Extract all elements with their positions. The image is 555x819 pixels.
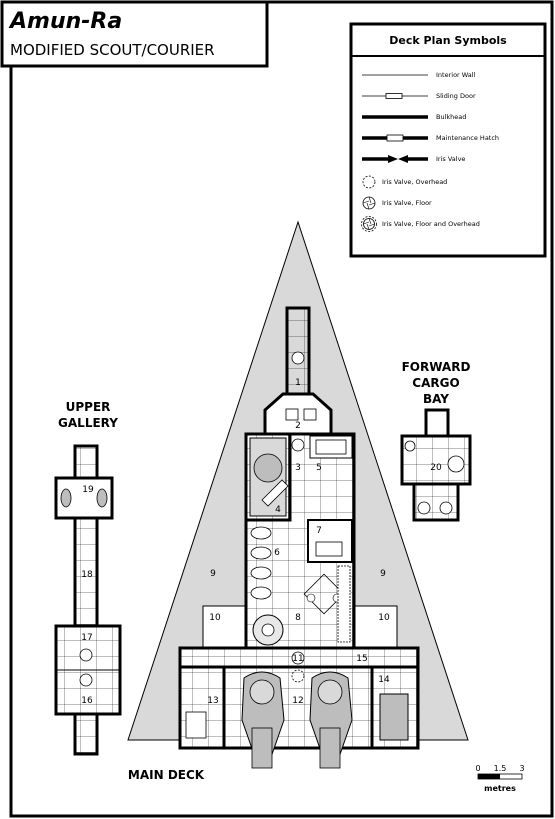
- scale-bar: 0 1.5 3 metres: [475, 764, 524, 793]
- room-number: 7: [316, 526, 322, 536]
- ship-name: Amun-Ra: [8, 9, 122, 34]
- room-number: 12: [292, 696, 303, 706]
- legend-label-maintenance-hatch: Maintenance Hatch: [436, 134, 499, 142]
- room-number: 4: [275, 505, 281, 515]
- iris-overhead-icon: [362, 175, 376, 189]
- room-number: 3: [295, 463, 301, 473]
- page-frame: [9, 0, 554, 818]
- room-number: 20: [430, 463, 442, 473]
- room-number: 10: [209, 613, 221, 623]
- room-number: 5: [316, 463, 322, 473]
- room-number: 6: [274, 548, 280, 558]
- room-number: 2: [295, 421, 301, 431]
- room-number: 9: [210, 569, 216, 579]
- scale-tick: 3: [519, 764, 524, 773]
- legend-label-sliding-door: Sliding Door: [436, 92, 476, 100]
- legend-label-interior-wall: Interior Wall: [436, 71, 476, 79]
- scale-unit: metres: [484, 784, 516, 793]
- section-labels: UPPER GALLERY FORWARD CARGO BAY MAIN DEC…: [58, 360, 470, 782]
- legend-label-bulkhead: Bulkhead: [436, 113, 466, 121]
- maintenance-hatch-symbol: [362, 134, 428, 142]
- room-number: 1: [295, 378, 301, 388]
- room-10-starboard: [354, 605, 398, 649]
- room-number: 10: [378, 613, 390, 623]
- title-box: Amun-Ra MODIFIED SCOUT/COURIER: [0, 0, 269, 68]
- upper-gallery-label-2: GALLERY: [58, 416, 118, 430]
- iris-valve-icon: [291, 651, 305, 665]
- upper-gallery: [54, 444, 122, 756]
- scale-tick: 1.5: [494, 764, 507, 773]
- iris-valve-floor-icon: [79, 648, 93, 662]
- room-number: 11: [292, 654, 303, 664]
- legend-box: Deck Plan Symbols Interior Wall Sliding …: [349, 22, 547, 258]
- sliding-door-symbol: [362, 93, 428, 99]
- room-number: 9: [380, 569, 386, 579]
- iris-valve-icon: [291, 438, 305, 452]
- upper-gallery-label-1: UPPER: [66, 400, 111, 414]
- legend-label-iris-floor-overhead: Iris Valve, Floor and Overhead: [382, 220, 480, 228]
- iris-valve-icon: [291, 351, 305, 365]
- legend-heading: Deck Plan Symbols: [389, 34, 507, 47]
- iris-valve-floor-icon: [79, 673, 93, 687]
- cargo-bay-label-1: FORWARD: [402, 360, 471, 374]
- room-number: 17: [81, 633, 92, 643]
- cargo-bay-label-2: CARGO: [412, 376, 459, 390]
- iris-floor-icon: [362, 196, 376, 210]
- legend-label-iris-valve: Iris Valve: [436, 155, 465, 163]
- engine-starboard: [309, 671, 353, 769]
- forward-cargo-bay: [400, 408, 472, 522]
- room-number: 13: [207, 696, 218, 706]
- room-numbers: 1 2 3 4 5 6 7 8 9 9 10 10 11 12 13 14 15…: [81, 378, 442, 706]
- iris-valve-overhead-icon: [291, 669, 305, 683]
- legend-label-iris-floor: Iris Valve, Floor: [382, 199, 432, 207]
- room-number: 8: [295, 613, 301, 623]
- room-number: 19: [82, 485, 94, 495]
- engine-port: [241, 671, 285, 769]
- room-number: 14: [378, 675, 390, 685]
- ship-class: MODIFIED SCOUT/COURIER: [10, 41, 215, 59]
- iris-valve-floor-overhead-icon: [404, 440, 416, 452]
- main-deck-label: MAIN DECK: [128, 768, 205, 782]
- main-deck: [178, 306, 420, 769]
- room-number: 16: [81, 696, 93, 706]
- iris-floor-overhead-icon: [361, 216, 377, 232]
- room-number: 18: [81, 570, 93, 580]
- iris-valve-symbol: [362, 155, 428, 163]
- cargo-bay-label-3: BAY: [423, 392, 449, 406]
- room-number: 15: [356, 654, 367, 664]
- cargo-hatch-icon: [447, 455, 465, 473]
- legend-label-iris-overhead: Iris Valve, Overhead: [382, 178, 447, 186]
- scale-tick: 0: [475, 764, 480, 773]
